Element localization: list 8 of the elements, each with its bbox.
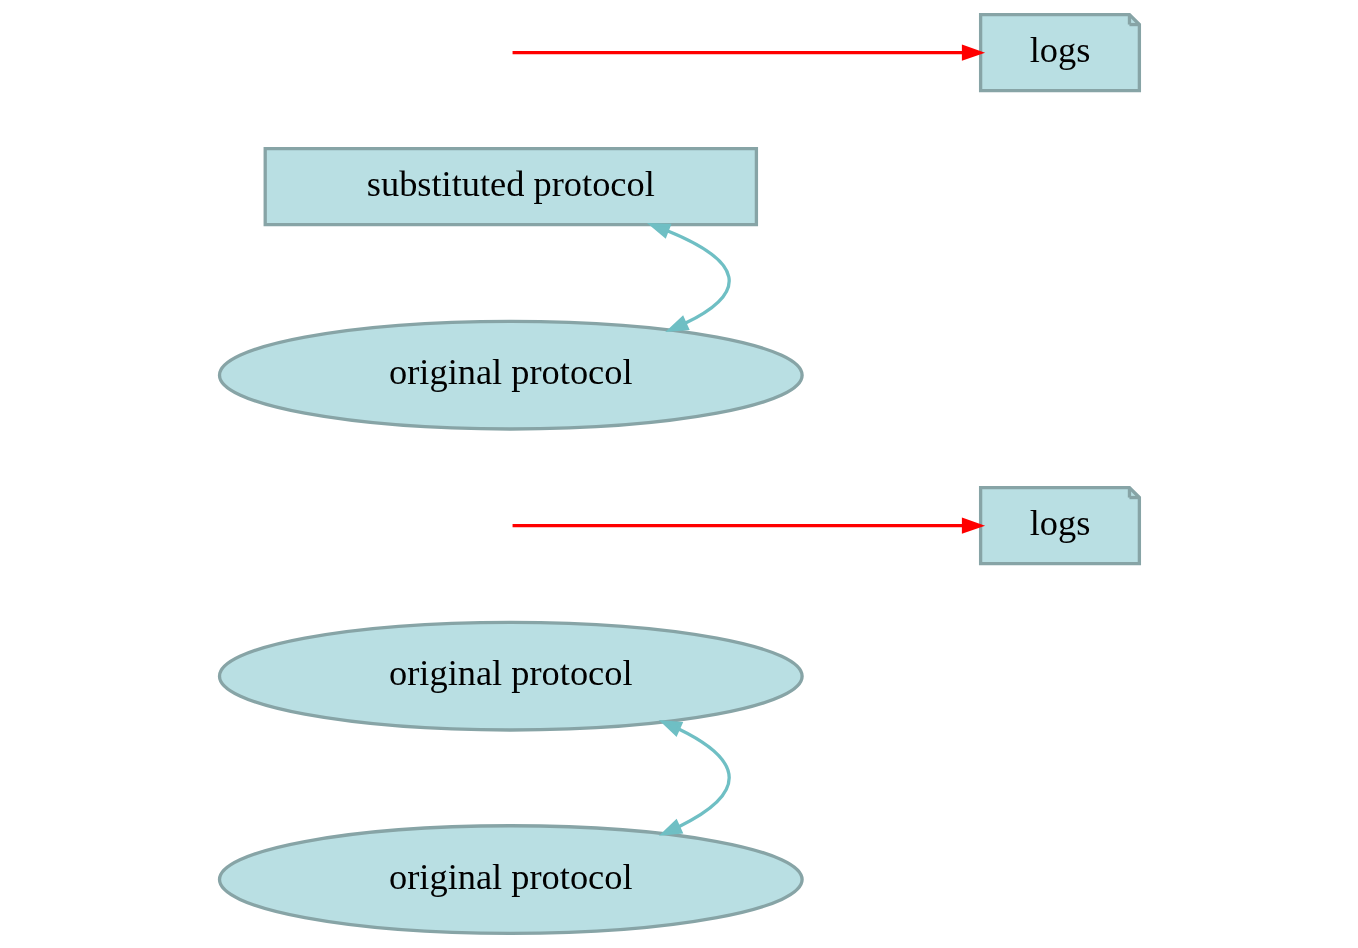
arrow [658,719,731,836]
node-ellipse: original protocol [217,319,804,431]
arrow [646,222,730,333]
node-box: substituted protocol [263,146,758,227]
node-ellipse: original protocol [217,620,804,732]
node-ellipse: original protocol [217,824,804,936]
arrow [512,44,985,61]
arrow [512,517,985,534]
